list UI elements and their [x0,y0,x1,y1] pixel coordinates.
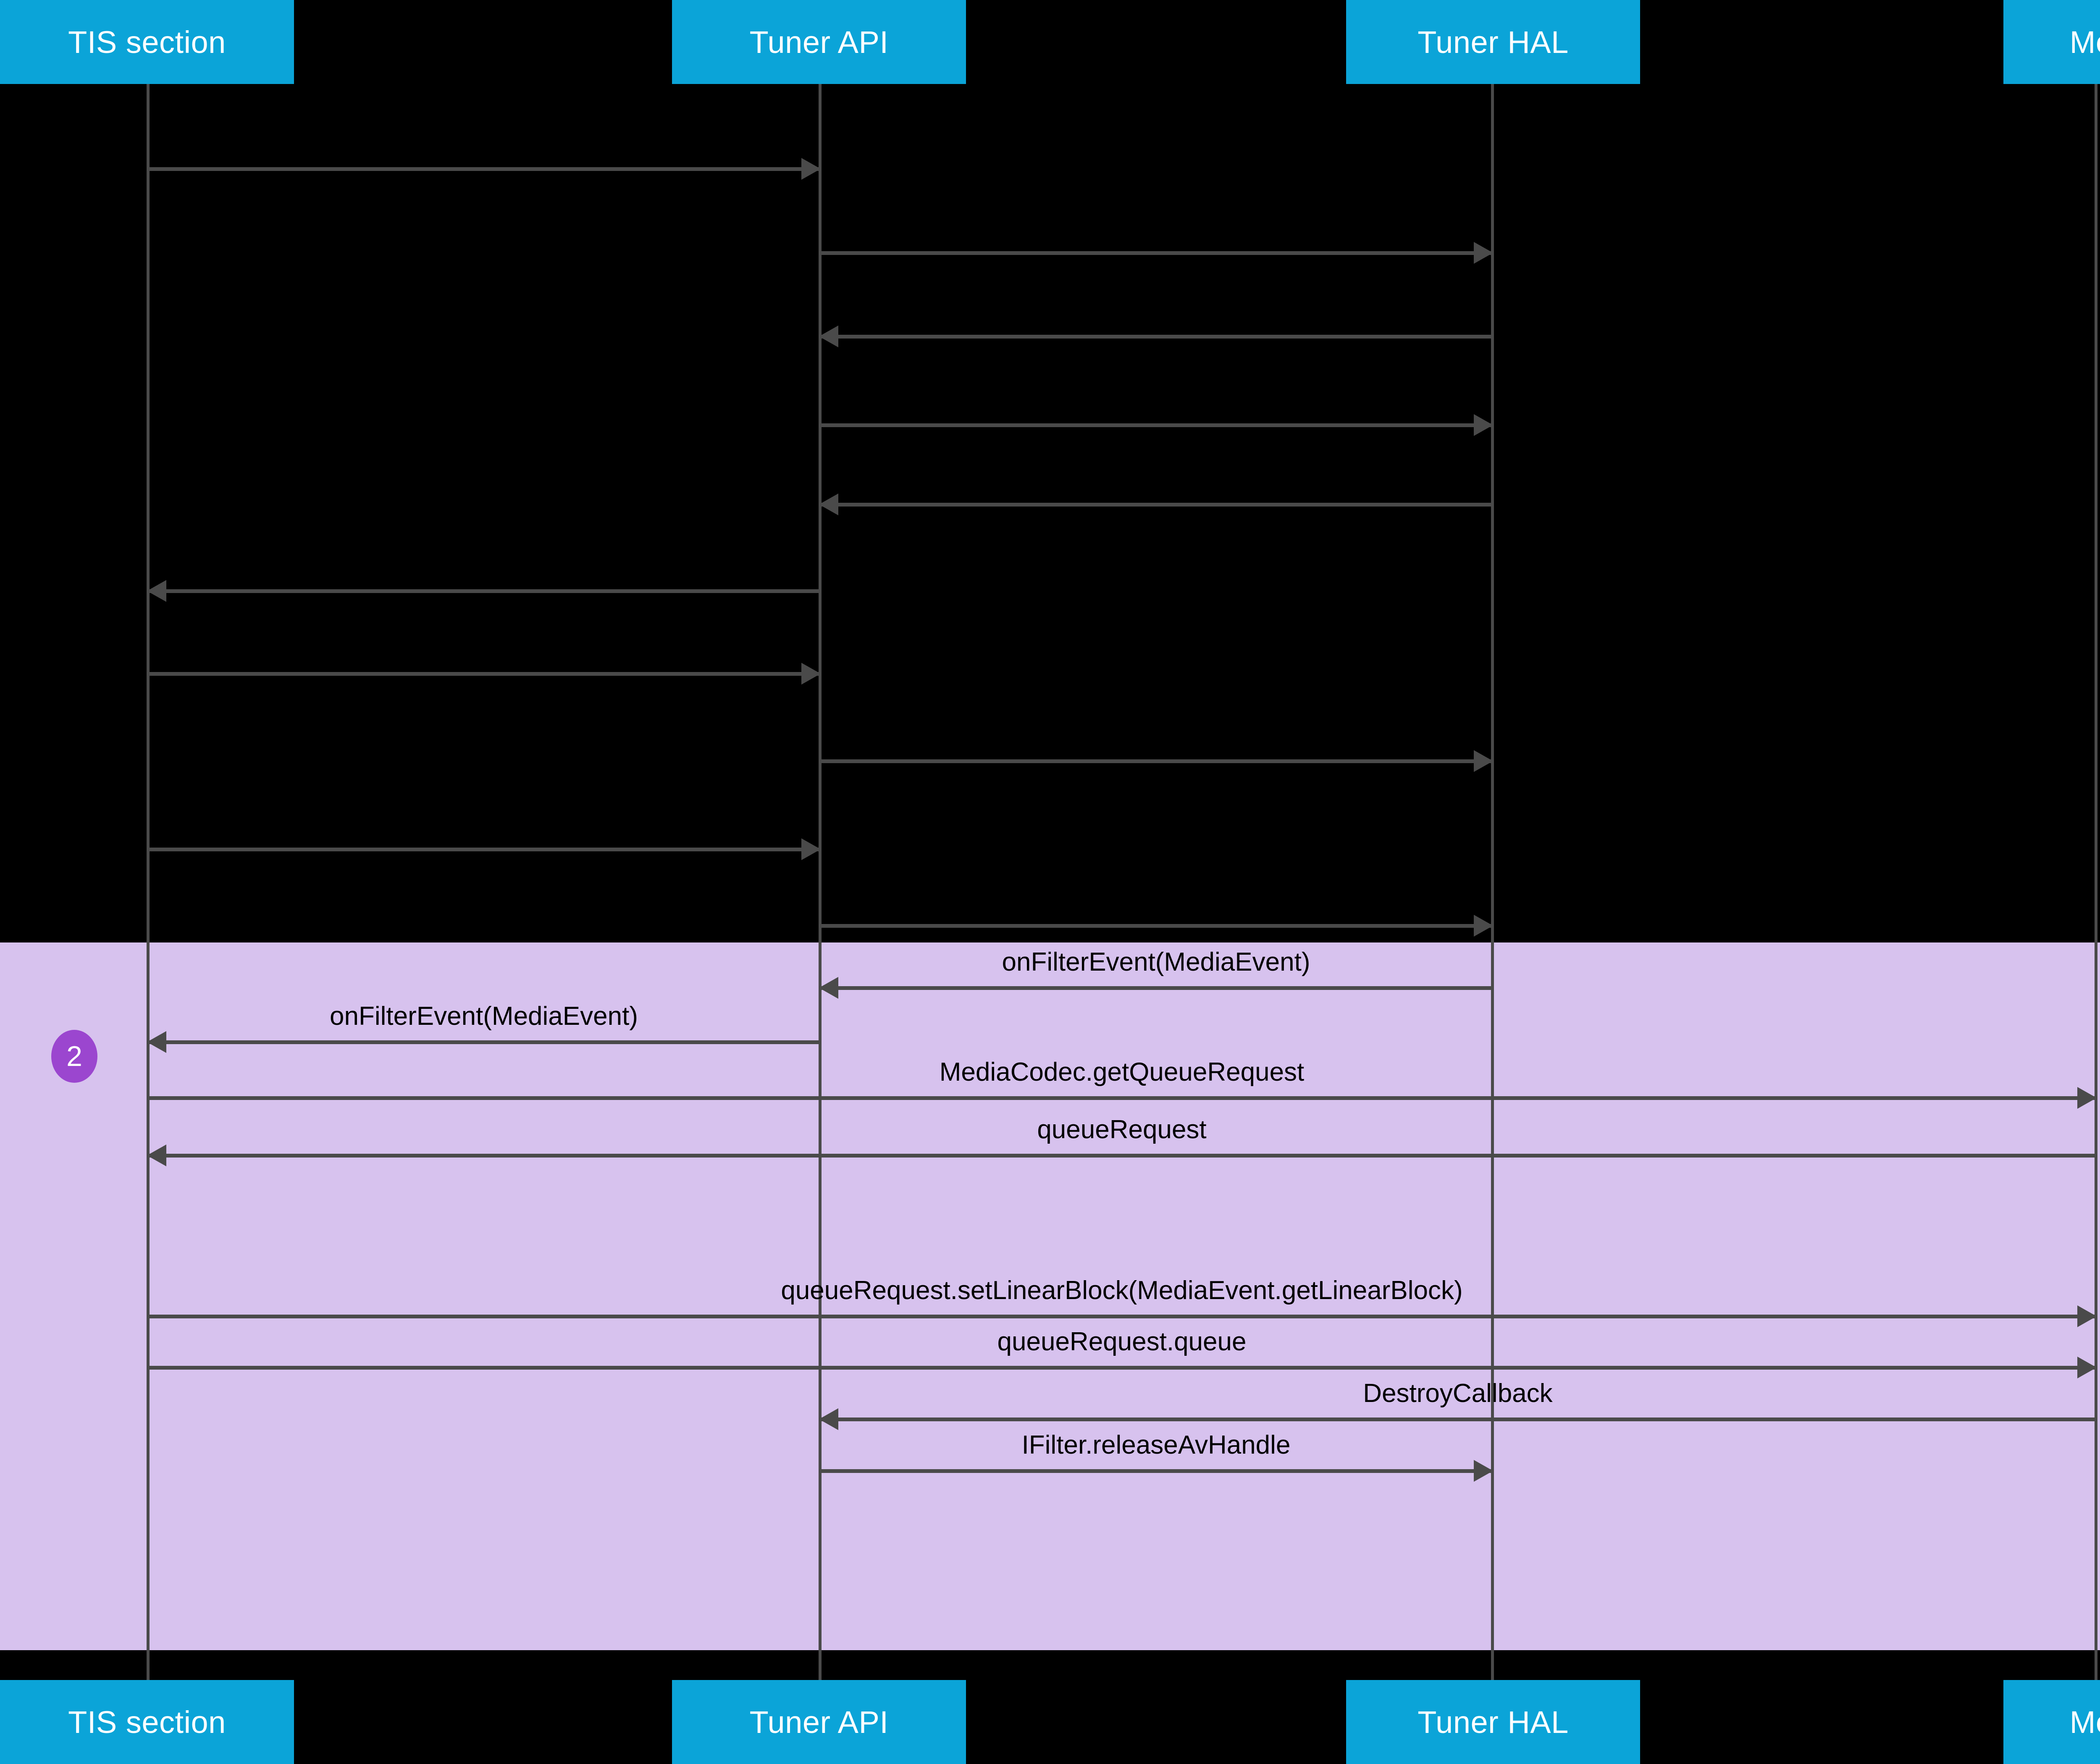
actor-header-tuner-api[interactable]: Tuner API [672,0,966,84]
actor-footer-mediacodec[interactable]: MediaCodec [2003,1680,2100,1764]
arrowhead-left-icon [819,977,838,999]
actor-footer-mediacodec-label: MediaCodec [2069,1704,2100,1740]
arrowhead-right-icon [1474,915,1493,937]
message-label: onFilterEvent(MediaEvent) [1002,948,1310,976]
arrowhead-right-icon [2077,1305,2097,1327]
message-label: onFilterEvent(MediaEvent) [330,1002,638,1031]
message-line [148,1366,2096,1370]
arrowhead-right-icon [1474,750,1493,772]
message-line [820,251,1492,255]
actor-footer-tuner-hal[interactable]: Tuner HAL [1346,1680,1640,1764]
step-highlight-band [0,942,2100,1650]
actor-header-tuner-hal[interactable]: Tuner HAL [1346,0,1640,84]
message-line [820,1418,2096,1421]
arrowhead-right-icon [801,838,821,860]
arrowhead-left-icon [147,1031,166,1053]
message-label: queueRequest [1037,1115,1207,1144]
arrowhead-right-icon [801,158,821,180]
message-line [148,848,820,851]
actor-header-tuner-api-label: Tuner API [749,24,889,60]
actor-footer-tuner-hal-label: Tuner HAL [1418,1704,1569,1740]
actor-header-tuner-hal-label: Tuner HAL [1418,24,1569,60]
arrowhead-right-icon [1474,242,1493,264]
message-label: IFilter.releaseAvHandle [1021,1431,1291,1460]
message-line [820,1469,1492,1473]
message-line [820,986,1492,990]
arrowhead-right-icon [2077,1087,2097,1109]
message-line [148,589,820,593]
message-line [148,167,820,171]
message-line [820,759,1492,763]
arrowhead-left-icon [147,1144,166,1166]
message-label: queueRequest.setLinearBlock(MediaEvent.g… [781,1276,1463,1305]
message-line [148,1154,2096,1158]
lifeline-tuner-hal [1491,84,1494,1739]
arrowhead-left-icon [819,1408,838,1430]
actor-header-tis-section[interactable]: TIS section [0,0,294,84]
arrowhead-left-icon [147,580,166,602]
actor-header-tis-section-label: TIS section [68,24,226,60]
arrowhead-left-icon [819,494,838,515]
message-line [820,423,1492,427]
actor-header-mediacodec[interactable]: MediaCodec [2003,0,2100,84]
message-line [820,503,1492,507]
message-label: MediaCodec.getQueueRequest [939,1058,1305,1087]
arrowhead-right-icon [801,663,821,685]
actor-header-mediacodec-label: MediaCodec [2069,24,2100,60]
lifeline-mediacodec [2095,84,2097,1739]
actor-footer-tis-section[interactable]: TIS section [0,1680,294,1764]
message-line [148,1096,2096,1100]
message-line [148,1315,2096,1318]
arrowhead-right-icon [1474,414,1493,436]
step-badge-2-label: 2 [66,1040,82,1072]
actor-footer-tuner-api-label: Tuner API [749,1704,889,1740]
actor-footer-tis-section-label: TIS section [68,1704,226,1740]
message-line [820,924,1492,928]
arrowhead-right-icon [1474,1460,1493,1482]
message-label: queueRequest.queue [997,1327,1247,1356]
actor-footer-tuner-api[interactable]: Tuner API [672,1680,966,1764]
arrowhead-right-icon [2077,1357,2097,1378]
arrowhead-left-icon [819,326,838,347]
message-line [148,1040,820,1044]
lifeline-tis-section [147,84,150,1739]
message-line [148,672,820,676]
message-label: DestroyCallback [1363,1379,1553,1408]
step-badge-2: 2 [51,1030,97,1083]
lifeline-tuner-api [819,84,822,1739]
message-line [820,335,1492,339]
